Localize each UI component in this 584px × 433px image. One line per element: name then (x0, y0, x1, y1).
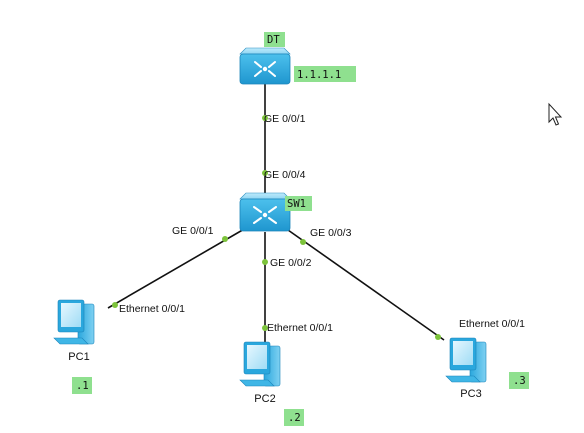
port-label-sw1-ge003: GE 0/0/3 (310, 227, 352, 239)
port-dot-pc2-eth (262, 325, 268, 331)
port-dot-sw1-ge003 (300, 239, 306, 245)
port-dot-sw1-ge004 (262, 170, 268, 176)
switch-sw1-icon[interactable] (239, 192, 291, 232)
svg-text:DT: DT (267, 34, 280, 46)
mouse-cursor-icon (548, 102, 563, 126)
note-dt-ip[interactable]: 1.1.1.1 (294, 66, 356, 82)
note-pc1-ip[interactable]: .1 (72, 377, 92, 394)
svg-text:.3: .3 (513, 375, 526, 387)
pc3-icon[interactable] (445, 337, 487, 383)
port-dot-pc1-eth (112, 302, 118, 308)
port-dot-sw1-ge001 (222, 236, 228, 242)
svg-text:1.1.1.1: 1.1.1.1 (297, 69, 341, 81)
note-dt-name[interactable]: DT (264, 32, 285, 47)
port-label-dt-ge001: GE 0/0/1 (264, 113, 306, 125)
svg-text:.1: .1 (76, 380, 89, 392)
port-label-sw1-ge004: GE 0/0/4 (264, 169, 306, 181)
note-pc2-ip[interactable]: .2 (284, 409, 304, 426)
pc3-label: PC3 (460, 388, 481, 400)
svg-text:SW1: SW1 (287, 198, 306, 210)
port-label-sw1-ge001: GE 0/0/1 (172, 225, 214, 237)
svg-text:.2: .2 (288, 412, 301, 424)
pc1-label: PC1 (68, 351, 89, 363)
router-dt-icon[interactable] (239, 47, 291, 85)
port-label-sw1-ge002: GE 0/0/2 (270, 257, 312, 269)
note-pc3-ip[interactable]: .3 (509, 372, 529, 389)
link-sw1-pc1[interactable] (107, 227, 247, 309)
pc2-label: PC2 (254, 393, 275, 405)
port-dot-sw1-ge002 (262, 259, 268, 265)
pc2-icon[interactable] (239, 341, 281, 387)
pc1-icon[interactable] (53, 299, 95, 345)
note-sw1-name[interactable]: SW1 (285, 196, 312, 211)
link-sw1-pc3[interactable] (287, 229, 445, 341)
port-label-pc2-eth: Ethernet 0/0/1 (267, 322, 333, 334)
port-label-pc3-eth: Ethernet 0/0/1 (459, 318, 525, 330)
port-dot-pc3-eth (435, 334, 441, 340)
port-label-pc1-eth: Ethernet 0/0/1 (119, 303, 185, 315)
port-dot-dt-ge001 (262, 115, 268, 121)
